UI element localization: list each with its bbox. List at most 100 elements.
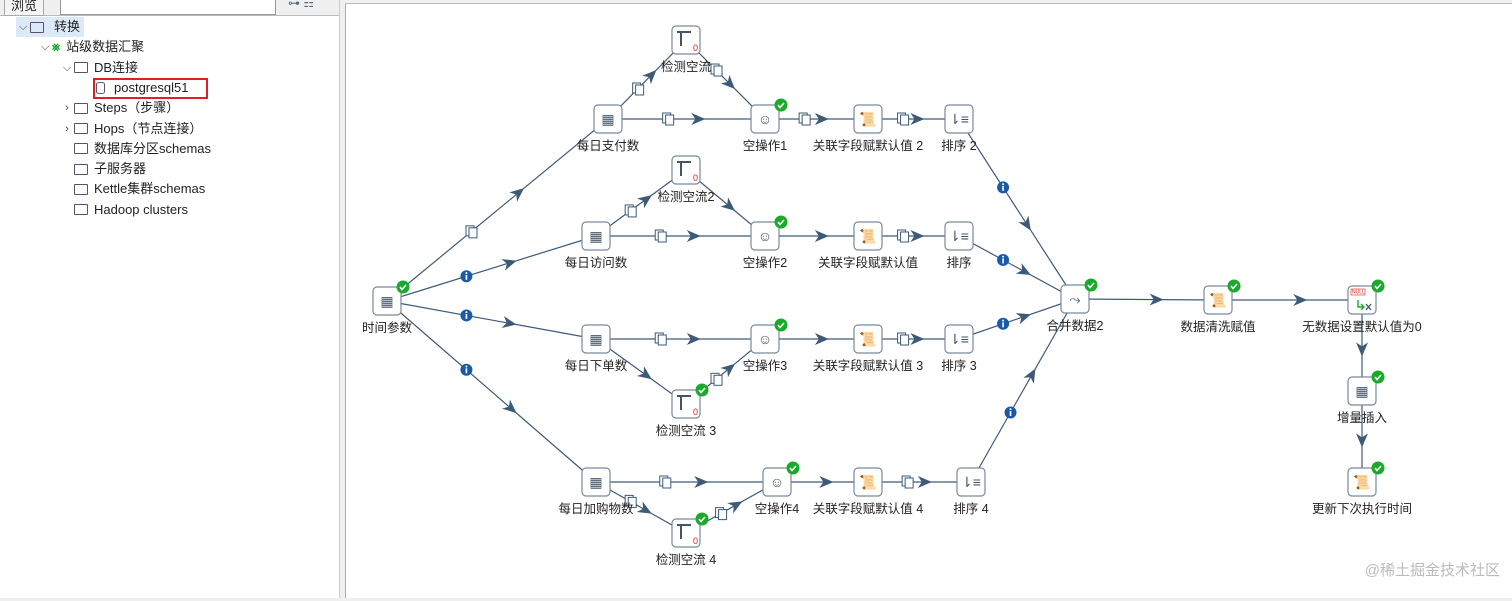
table-input-icon: ▦ [589, 228, 602, 244]
hop-null1-join1[interactable] [765, 112, 868, 126]
hop-sort2-merge[interactable] [958, 235, 1076, 300]
arrow-icon [910, 230, 925, 242]
step-label: 每日加购物数 [558, 501, 634, 516]
step-join4[interactable]: 📜关联字段赋默认值 4 [813, 467, 923, 516]
tab-browse[interactable]: 浏览 [4, 0, 45, 16]
hop-order-check3[interactable] [595, 338, 687, 405]
step-pay[interactable]: ▦每日支付数 [577, 104, 640, 153]
chevron-down-icon[interactable]: ⌵ [62, 61, 72, 74]
arrow-icon [814, 113, 829, 125]
hop-cart-check4[interactable] [595, 481, 687, 534]
step-order[interactable]: ▦每日下单数 [565, 324, 628, 373]
hop-pay-null1[interactable] [608, 112, 765, 126]
hop-null4-join4[interactable] [777, 476, 868, 488]
table-input-icon: ▦ [601, 111, 614, 127]
chevron-right-icon[interactable]: › [65, 102, 69, 115]
transformation-icon: ⨳ [52, 39, 61, 55]
step-join3[interactable]: 📜关联字段赋默认值 3 [813, 324, 923, 373]
hop-insert-update[interactable] [1356, 391, 1368, 482]
step-merge[interactable]: ⤳合并数据2 [1047, 278, 1104, 334]
step-sort3[interactable]: ⇂≡排序 3 [941, 324, 977, 373]
step-insert[interactable]: ▦增量插入 [1337, 370, 1388, 426]
chevron-down-icon[interactable]: ⌵ [18, 21, 28, 33]
step-sort2[interactable]: ⇂≡排序 [944, 221, 974, 270]
hop-sort1-merge[interactable] [958, 118, 1076, 300]
arrow-icon [910, 333, 925, 345]
step-visit[interactable]: ▦每日访问数 [565, 221, 628, 270]
hop-order-null3[interactable] [596, 332, 765, 346]
table-input-icon: ▦ [589, 474, 602, 490]
hop-time-order[interactable] [386, 300, 597, 340]
detect-empty-stream-icon [677, 161, 691, 176]
status-ok-icon [1227, 279, 1241, 293]
step-null1[interactable]: ☺空操作1 [743, 98, 788, 154]
hop-join2-sort2[interactable] [868, 229, 959, 243]
hop-ifnull-insert[interactable] [1356, 300, 1368, 391]
step-null4[interactable]: ☺空操作4 [755, 461, 800, 517]
arrow-icon [720, 363, 735, 378]
hop-visit-check2[interactable] [595, 169, 687, 237]
step-clean[interactable]: 📜数据清洗赋值 [1180, 279, 1256, 335]
step-label: 空操作2 [743, 255, 788, 270]
tree-item[interactable]: 数据库分区schemas [60, 139, 211, 159]
step-update[interactable]: 📜更新下次执行时间 [1312, 461, 1412, 517]
hop-time-visit[interactable] [386, 235, 597, 302]
tree-item-label: 子服务器 [94, 161, 147, 177]
chevron-down-icon[interactable]: ⌵ [40, 41, 50, 54]
tree-item[interactable]: Kettle集群schemas [60, 179, 205, 199]
status-ok-icon [1371, 370, 1385, 384]
hop-null2-join2[interactable] [765, 230, 868, 242]
hop-cart-null4[interactable] [596, 475, 777, 489]
tree-item[interactable]: ⌵⨳站级数据汇聚 [38, 37, 144, 57]
hop-time-pay[interactable] [386, 118, 609, 302]
step-time[interactable]: ▦时间参数 [362, 280, 413, 336]
arrow-icon [814, 230, 829, 242]
tree-item[interactable]: ›Hops（节点连接） [60, 119, 202, 139]
step-null3[interactable]: ☺空操作3 [743, 318, 788, 374]
step-sort1[interactable]: ⇂≡排序 2 [941, 104, 977, 153]
arrow-icon [1356, 433, 1368, 448]
zero-badge: 0 [693, 407, 698, 417]
tree-item[interactable]: ›Steps（步骤） [60, 98, 179, 118]
step-join2[interactable]: 📜关联字段赋默认值 [818, 221, 918, 270]
step-label: 空操作4 [755, 501, 800, 516]
hop-merge-clean[interactable] [1074, 293, 1219, 306]
hop-sort3-merge[interactable] [958, 298, 1076, 340]
hop-null3-join3[interactable] [765, 333, 868, 345]
tree-item[interactable]: 子服务器 [60, 159, 146, 179]
hop-visit-null2[interactable] [596, 229, 765, 243]
tree-item[interactable]: Hadoop clusters [60, 200, 188, 220]
step-cart[interactable]: ▦ 每日加购物数 [558, 467, 634, 516]
collapse-tree-icon[interactable]: ☷ [303, 0, 315, 10]
step-null2[interactable]: ☺空操作2 [743, 215, 788, 271]
hop-sort4-merge[interactable] [970, 298, 1076, 483]
search-input[interactable] [60, 0, 276, 15]
arrow-icon [686, 333, 701, 345]
step-join1[interactable]: 📜关联字段赋默认值 2 [813, 104, 923, 153]
tree-item[interactable]: ⌵转换 [16, 17, 85, 37]
tree-item[interactable]: postgresql51 [82, 78, 188, 98]
hop-join4-sort4[interactable] [868, 475, 971, 489]
arrow-icon [642, 70, 657, 85]
step-sort4[interactable]: ⇂≡排序 4 [953, 467, 989, 516]
hop-join3-sort3[interactable] [868, 332, 959, 346]
chevron-right-icon[interactable]: › [65, 122, 69, 135]
tree-tools[interactable]: ⊶ ☷ [288, 0, 314, 10]
tree-item[interactable]: ⌵DB连接 [60, 58, 138, 78]
tree-item-label: 数据库分区schemas [94, 140, 212, 156]
arrow-icon [910, 113, 925, 125]
hop-time-cart[interactable] [386, 300, 597, 483]
script-icon: 📜 [859, 228, 876, 244]
arrow-icon [686, 230, 701, 242]
hop-clean-ifnull[interactable] [1218, 294, 1362, 306]
expand-tree-icon[interactable]: ⊶ [288, 0, 300, 10]
hop-join1-sort1[interactable] [868, 112, 959, 126]
